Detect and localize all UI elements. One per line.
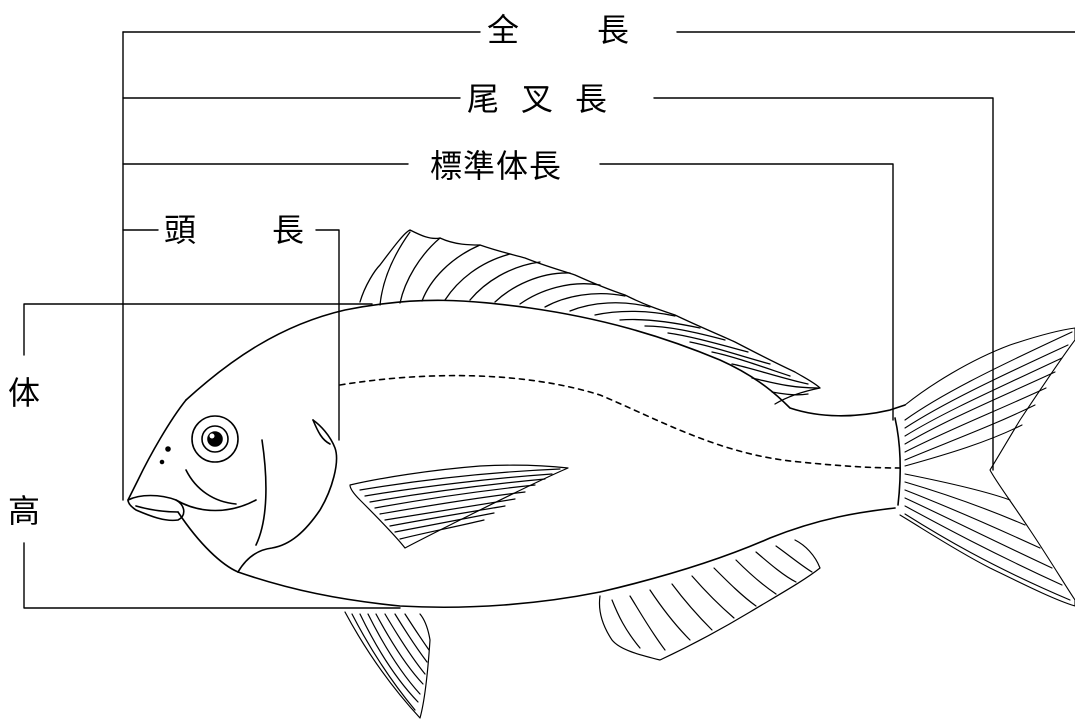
fork-length-label-char: 長 (575, 80, 608, 118)
fork-length-label-char: 尾 (467, 80, 500, 118)
total-length-label-char: 全 (487, 11, 520, 49)
fish-head (128, 400, 186, 500)
total-length-label-char: 長 (597, 11, 630, 49)
fish-belly (238, 508, 895, 607)
fork-length-label-char: 叉 (521, 80, 554, 118)
pelvic-fin (345, 612, 430, 718)
head-length-label-char: 頭 (164, 211, 197, 249)
fish-nostril (159, 459, 165, 465)
head-length-label: 頭長 (164, 211, 305, 249)
fish-mouth (128, 496, 184, 521)
anal-fin-rays (612, 546, 812, 650)
dorsal-fin-outline (360, 230, 820, 404)
fish-operculum (238, 420, 337, 572)
pelvic-fin-rays (352, 614, 429, 710)
caudal-fin-rays-lower (905, 474, 1070, 600)
pelvic-fin-outline (345, 612, 430, 718)
fish-eye-inner (201, 425, 229, 453)
body-depth-label-bottom: 高 (8, 492, 41, 530)
measurement-lines (24, 32, 1075, 608)
caudal-fin (900, 328, 1075, 606)
fish-caudal-peduncle (895, 418, 900, 505)
total-length-label: 全長 (487, 11, 630, 49)
fish-eye-highlight (209, 433, 215, 439)
fish-lateral-line (340, 376, 900, 468)
fish-cheek-line (186, 470, 236, 504)
body-depth-label-top: 体 (8, 374, 41, 412)
pectoral-fin-rays (360, 469, 560, 539)
dorsal-fin-rays (380, 232, 818, 395)
anal-fin-outline (600, 540, 821, 660)
fish-preopercle (256, 440, 266, 545)
caudal-fin-rays-upper (905, 332, 1072, 466)
fish-nostril (165, 446, 171, 452)
body-depth-line-top (24, 304, 372, 355)
pectoral-fin (350, 465, 568, 548)
fish-cheek-line (176, 500, 256, 511)
fish-lower-head (178, 512, 238, 572)
fish-outline (128, 300, 905, 607)
head-length-label-char: 長 (272, 211, 305, 249)
anal-fin (600, 540, 821, 660)
standard-length-label: 標準体長 (430, 147, 563, 185)
standard-length-line-right (600, 164, 893, 420)
fish-back (186, 300, 905, 415)
head-length-line-right (316, 230, 339, 440)
fish-eye-pupil (207, 431, 223, 447)
fish-mouth-line (136, 506, 178, 512)
dorsal-fin (360, 230, 820, 404)
caudal-fin-outline (900, 328, 1075, 606)
fork-length-line-right (654, 98, 993, 470)
pectoral-fin-outline (350, 465, 568, 548)
fish-eye-outer (191, 415, 239, 463)
fish-operculum-spine (313, 420, 330, 444)
body-depth-line-bottom (24, 543, 400, 608)
fork-length-label: 尾叉長 (467, 80, 608, 118)
